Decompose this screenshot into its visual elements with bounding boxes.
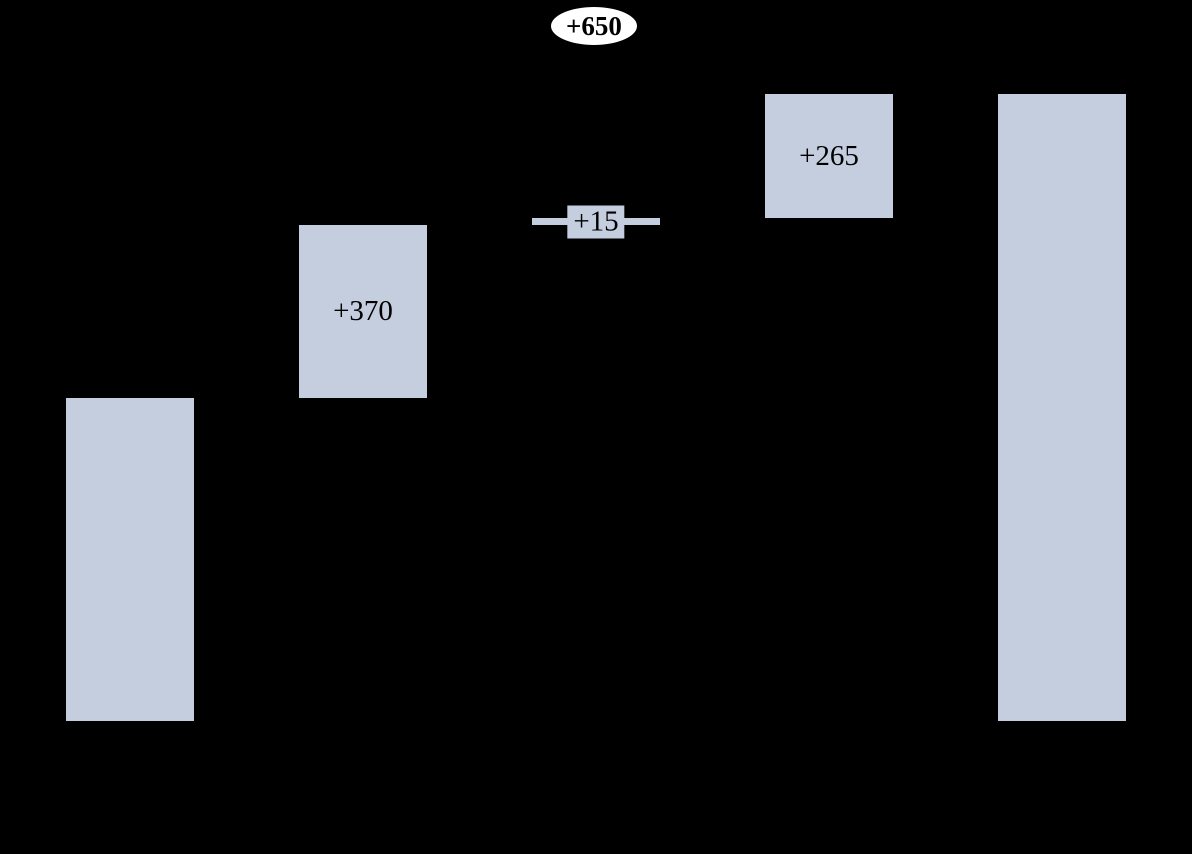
total-annotation-ellipse: +650 (549, 5, 639, 47)
total-bar (998, 94, 1126, 721)
bar-value-label: +370 (333, 295, 393, 328)
total-annotation-label: +650 (566, 10, 622, 41)
bar-value-label: +15 (567, 205, 625, 239)
increase-bar-2: +15 (532, 205, 660, 239)
increase-bar-1: +370 (299, 225, 427, 399)
bar-value-label: +265 (799, 139, 859, 172)
start-bar (66, 398, 194, 721)
increase-bar-3: +265 (765, 94, 893, 219)
